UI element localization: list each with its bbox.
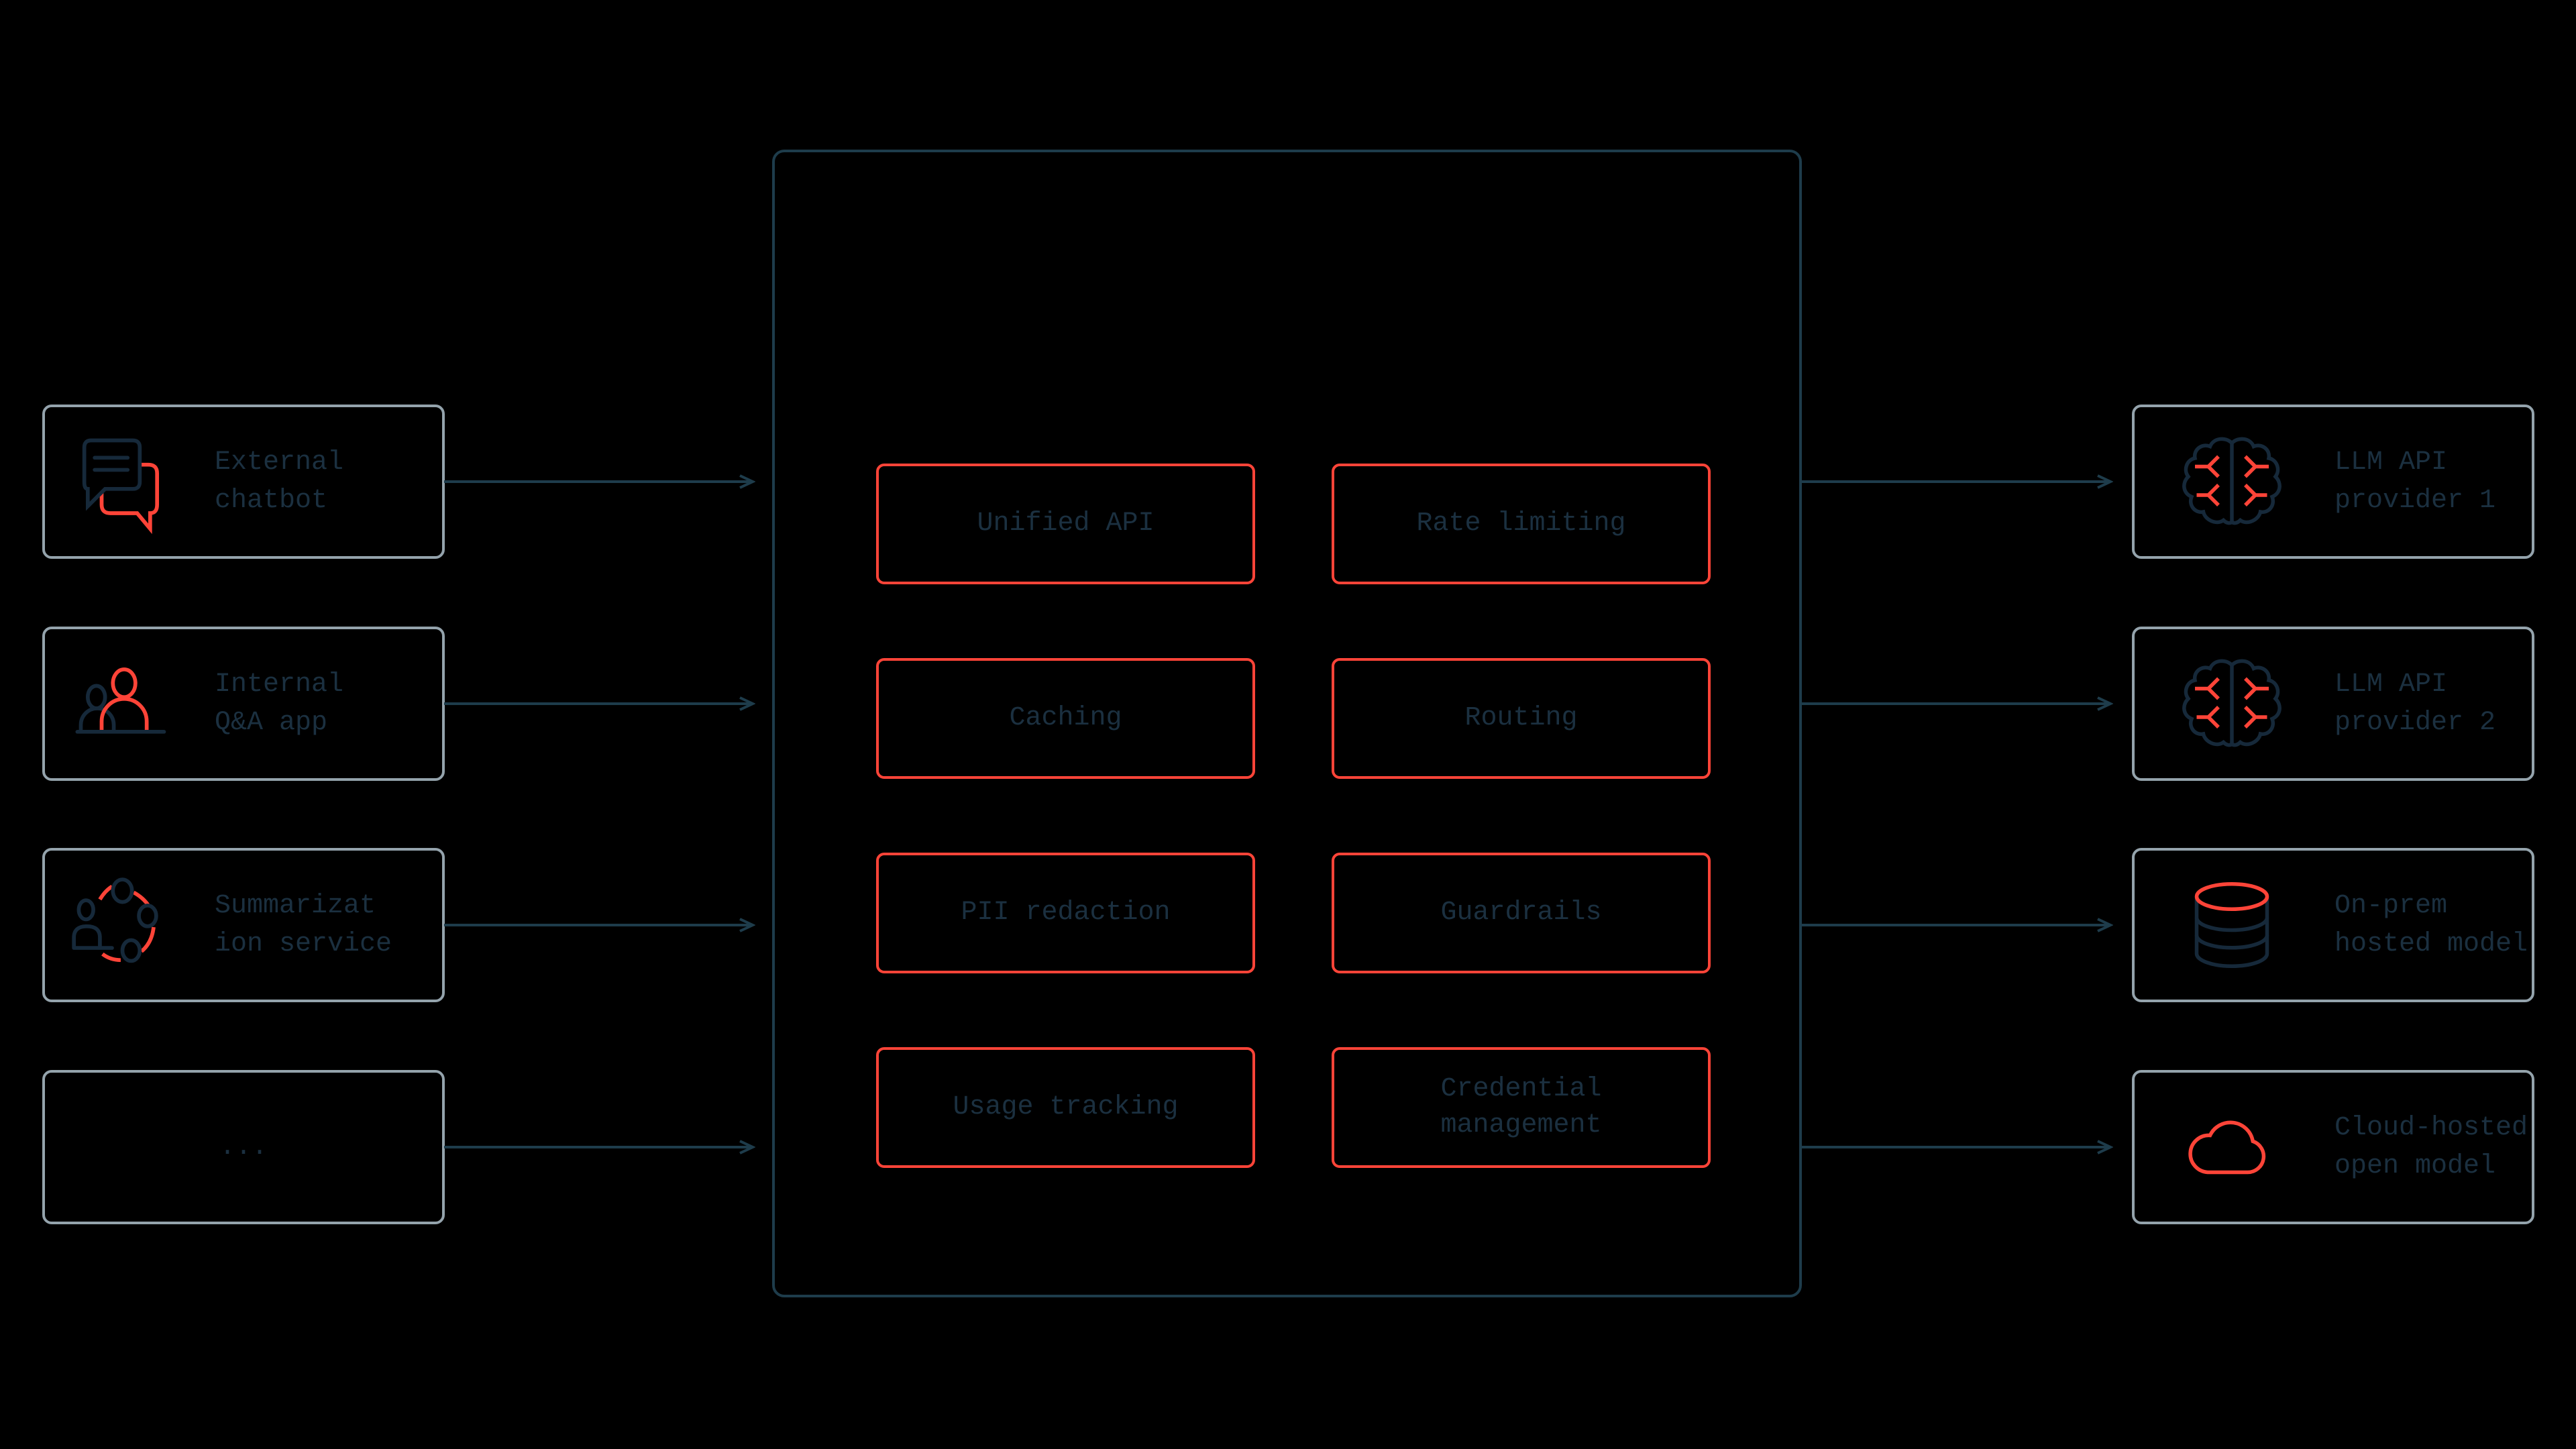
flow-arrow-source-4-to-gateway — [444, 1140, 755, 1155]
brain-icon — [2182, 437, 2282, 525]
flow-arrow-source-2-to-gateway — [444, 696, 755, 711]
feature-label: Usage tracking — [953, 1092, 1179, 1122]
source-box-external-chatbot: External chatbot — [42, 405, 445, 559]
feature-label: Unified API — [977, 508, 1155, 539]
flow-arrow-gateway-to-target-2 — [1802, 696, 2113, 711]
flow-arrow-gateway-to-target-4 — [1802, 1140, 2113, 1155]
user-workflow-icon — [72, 877, 158, 963]
chat-bubbles-icon — [82, 438, 160, 534]
target-box-llm-api-provider-2: LLM API provider 2 — [2132, 627, 2534, 781]
ellipsis-label: ... — [219, 1132, 268, 1163]
flow-arrow-source-1-to-gateway — [444, 474, 755, 489]
feature-box-routing: Routing — [1332, 658, 1711, 779]
source-box-internal-qa-app: Internal Q&A app — [42, 627, 445, 781]
feature-box-pii-redaction: PII redaction — [876, 853, 1255, 973]
source-box-ellipsis: ... — [42, 1070, 445, 1224]
source-box-summarization-service: Summarizat ion service — [42, 848, 445, 1002]
target-box-llm-api-provider-1: LLM API provider 1 — [2132, 405, 2534, 559]
feature-label: Caching — [1009, 703, 1122, 733]
target-label: LLM API provider 1 — [2334, 447, 2496, 516]
two-users-icon — [75, 667, 166, 734]
feature-box-unified-api: Unified API — [876, 464, 1255, 584]
feature-box-caching: Caching — [876, 658, 1255, 779]
feature-label: Routing — [1464, 703, 1578, 733]
feature-box-guardrails: Guardrails — [1332, 853, 1711, 973]
target-label: LLM API provider 2 — [2334, 669, 2496, 738]
cloud-icon — [2188, 1120, 2266, 1175]
brain-icon — [2182, 659, 2282, 747]
feature-label: Guardrails — [1440, 898, 1602, 928]
target-label: On-prem hosted model — [2334, 891, 2528, 959]
feature-label: PII redaction — [961, 898, 1171, 928]
target-box-cloud-hosted-open-model: Cloud-hosted open model — [2132, 1070, 2534, 1224]
feature-label: Rate limiting — [1416, 508, 1626, 539]
feature-box-credential-management: Credential management — [1332, 1047, 1711, 1168]
flow-arrow-source-3-to-gateway — [444, 918, 755, 932]
source-label: External chatbot — [215, 447, 344, 516]
database-icon — [2194, 882, 2269, 968]
feature-label: Credential management — [1440, 1074, 1602, 1140]
source-label: Internal Q&A app — [215, 669, 344, 738]
target-label: Cloud-hosted open model — [2334, 1113, 2528, 1181]
flow-arrow-gateway-to-target-1 — [1802, 474, 2113, 489]
feature-box-rate-limiting: Rate limiting — [1332, 464, 1711, 584]
flow-arrow-gateway-to-target-3 — [1802, 918, 2113, 932]
source-label: Summarizat ion service — [215, 891, 392, 959]
feature-box-usage-tracking: Usage tracking — [876, 1047, 1255, 1168]
target-box-on-prem-hosted-model: On-prem hosted model — [2132, 848, 2534, 1002]
